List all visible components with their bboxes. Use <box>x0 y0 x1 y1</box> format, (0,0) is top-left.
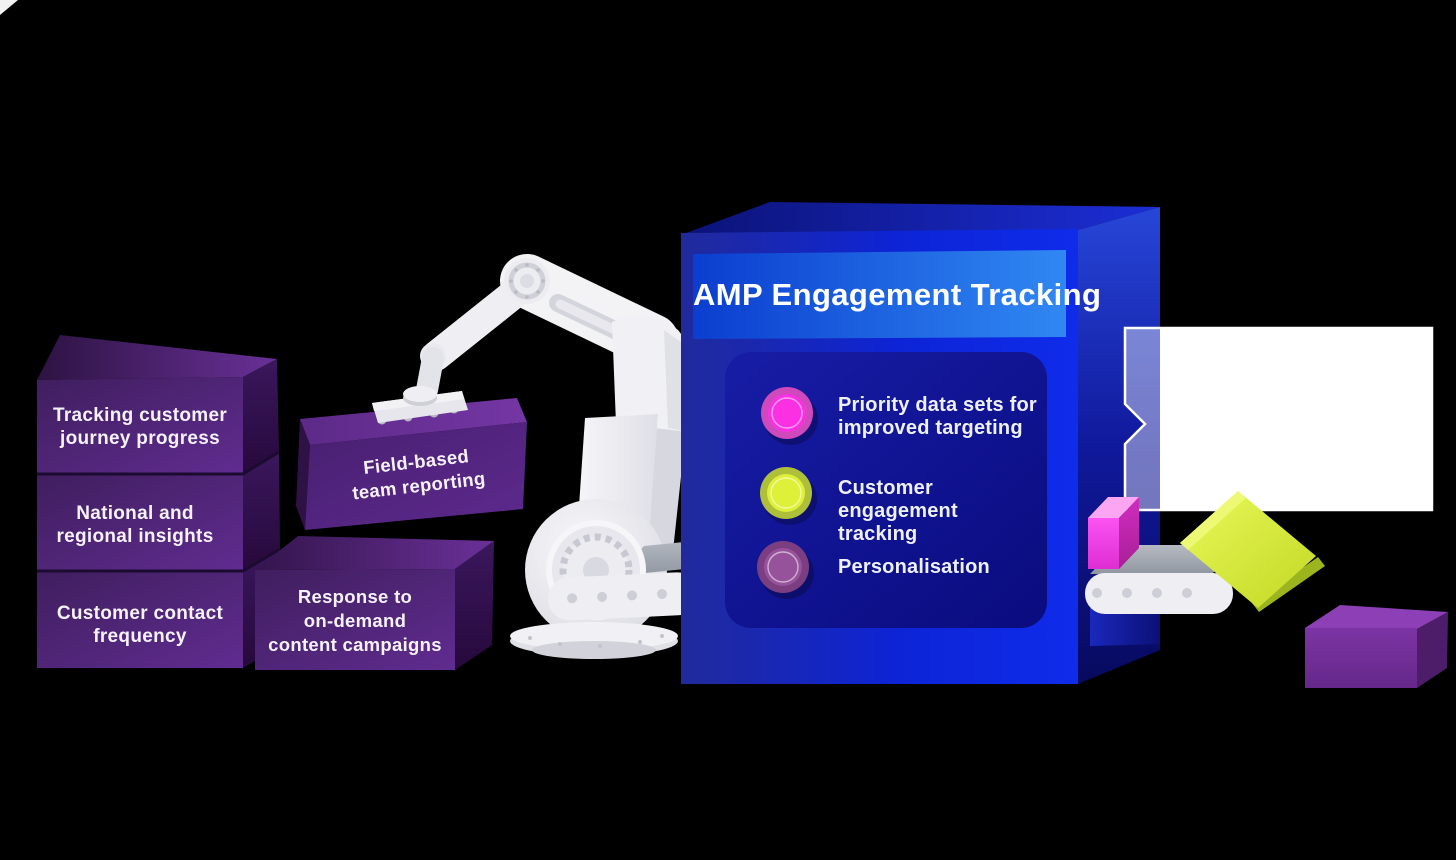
elbow-joint <box>504 258 550 304</box>
corner-mark <box>0 0 18 15</box>
machine-item-label-2: Customer engagement tracking <box>838 477 958 545</box>
conveyor-left <box>548 572 699 621</box>
robot-arm-illustration <box>372 254 724 659</box>
lime-output-box <box>1180 491 1325 612</box>
machine-item-label-3: Personalisation <box>838 556 990 578</box>
machine-item-label-1: Priority data sets for improved targetin… <box>838 394 1037 439</box>
output-callout <box>1123 326 1434 512</box>
robot-base-flange <box>510 622 678 659</box>
input-boxes-stack <box>37 335 281 668</box>
purple-output-box <box>1305 605 1448 688</box>
priority-button <box>761 387 818 445</box>
field-based-box <box>296 398 527 530</box>
stack-box-label-3: Customer contact frequency <box>56 603 224 647</box>
machine-header-band <box>693 250 1066 339</box>
stack-box-label-2: National and regional insights <box>56 503 214 547</box>
gripper <box>372 386 468 425</box>
response-box-label: Response to on-demand content campaigns <box>268 586 442 655</box>
stack-box-label-1: Tracking customer journey progress <box>52 405 228 449</box>
response-box <box>255 536 494 670</box>
pink-output-box <box>1088 497 1139 569</box>
engagement-button <box>760 467 817 525</box>
machine-title: AMP Engagement Tracking <box>693 277 1102 312</box>
personalisation-button <box>757 541 814 599</box>
